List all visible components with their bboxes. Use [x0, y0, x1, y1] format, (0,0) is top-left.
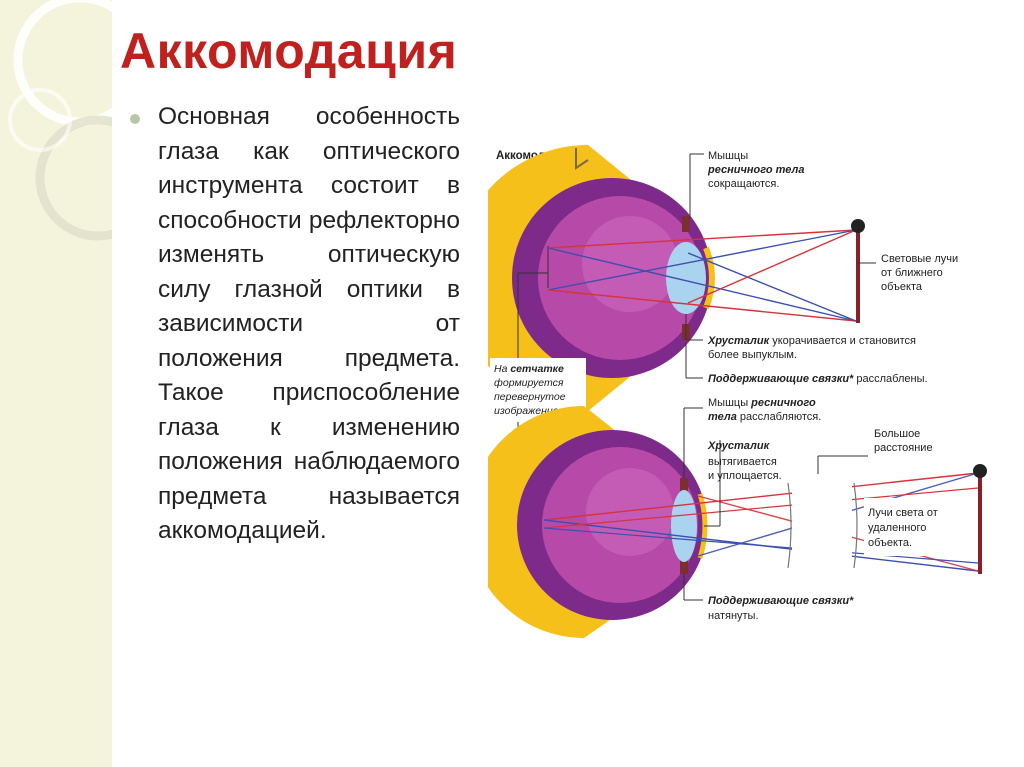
far-object-icon [973, 464, 987, 574]
top-light-rays [547, 229, 857, 322]
svg-text:вытягивается: вытягивается [708, 456, 777, 468]
svg-text:Хрусталик: Хрусталик [707, 440, 771, 452]
svg-text:более выпуклым.: более выпуклым. [708, 349, 797, 361]
far-rays-label: Лучи света от удаленного объекта. [864, 498, 964, 556]
slide-title: Аккомодация [120, 23, 458, 79]
top-lens [666, 242, 706, 314]
svg-text:перевернутое: перевернутое [494, 391, 566, 403]
decorative-side-strip [0, 0, 112, 767]
bottom-eye [488, 406, 708, 638]
svg-text:Поддерживающие связки* расслаб: Поддерживающие связки* расслаблены. [708, 373, 928, 385]
bottom-lens [671, 490, 697, 562]
top-ligaments-label: Поддерживающие связки* расслаблены. [685, 343, 928, 385]
svg-text:ресничного тела: ресничного тела [707, 164, 804, 176]
svg-text:объекта.: объекта. [868, 537, 912, 549]
top-muscles-label: Мышцы ресничного тела сокращаются. [689, 150, 804, 218]
svg-text:объекта: объекта [881, 281, 923, 293]
svg-text:от ближнего: от ближнего [881, 267, 943, 279]
large-distance-label: Большое расстояние [817, 428, 933, 474]
svg-text:Хрусталик укорачивается и стан: Хрусталик укорачивается и становится [707, 335, 916, 347]
svg-text:тела расслабляются.: тела расслабляются. [708, 411, 821, 423]
decorative-circles [8, 0, 112, 241]
distance-break-marks [787, 468, 858, 578]
svg-text:расстояние: расстояние [874, 442, 933, 454]
svg-text:Поддерживающие связки*: Поддерживающие связки* [708, 595, 854, 607]
svg-text:На сетчатке: На сетчатке [494, 363, 564, 375]
svg-text:удаленного: удаленного [868, 522, 926, 534]
svg-text:и уплощается.: и уплощается. [708, 470, 782, 482]
bottom-ligaments-label: Поддерживающие связки* натянуты. [683, 574, 854, 622]
bullet-icon [130, 114, 140, 124]
accommodation-figure: Аккомодация Мышцы ресничного тела сокращ… [488, 138, 998, 668]
near-rays-label: Световые лучи от ближнего объекта [858, 253, 958, 293]
bottom-light-rays [543, 472, 979, 572]
svg-text:натянуты.: натянуты. [708, 610, 759, 622]
svg-text:Мышцы ресничного: Мышцы ресничного [708, 397, 816, 409]
svg-text:Мышцы: Мышцы [708, 150, 748, 162]
near-object-icon [851, 219, 865, 323]
svg-text:формируется: формируется [494, 377, 564, 389]
top-lens-label: Хрусталик укорачивается и становится бол… [685, 314, 916, 361]
svg-text:Световые лучи: Световые лучи [881, 253, 958, 265]
bottom-muscles-label: Мышцы ресничного тела расслабляются. [683, 397, 821, 478]
bottom-lens-label: Хрусталик вытягивается и уплощается. [704, 440, 782, 527]
svg-text:сокращаются.: сокращаются. [708, 178, 779, 190]
svg-text:Лучи света от: Лучи света от [868, 507, 938, 519]
svg-text:Большое: Большое [874, 428, 920, 440]
slide-body-text: Основная особенность глаза как оптическо… [158, 103, 460, 544]
retina-label: На сетчатке формируется перевернутое изо… [490, 272, 586, 519]
